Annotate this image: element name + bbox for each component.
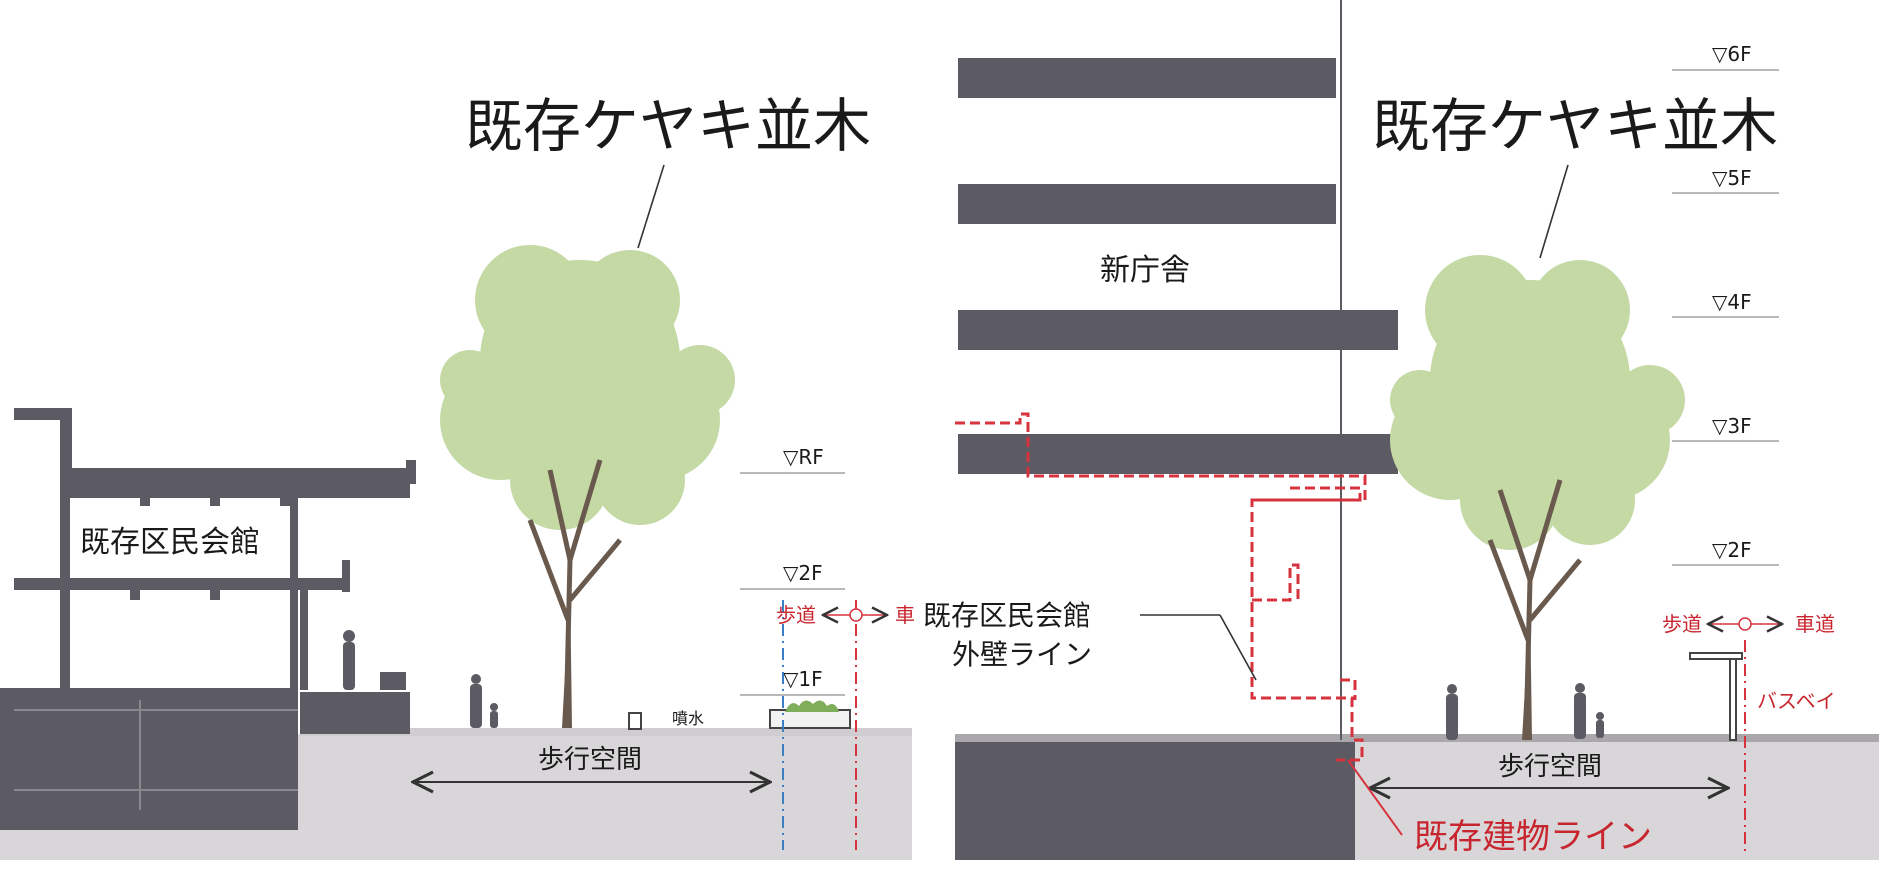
boundary-marker-right [1738, 617, 1752, 631]
level-6f-right: ▽6F [1712, 42, 1752, 66]
level-rf-left: ▽RF [783, 445, 824, 469]
wall-line-label-1: 既存区民会館 [923, 599, 1091, 632]
fountain-label: 噴水 [672, 709, 704, 728]
new-building-label: 新庁舎 [1100, 253, 1190, 288]
right-basement [955, 740, 1355, 860]
existing-hall-outline [955, 412, 1367, 762]
tree-label-left: 既存ケヤキ並木 [465, 92, 871, 160]
tree-leader-line-right [1539, 164, 1569, 259]
right-level-lines [1672, 69, 1779, 566]
level-2f-right: ▽2F [1712, 538, 1752, 562]
person-figures-left [343, 630, 498, 728]
new-government-building [958, 0, 1398, 740]
wall-line-label-2: 外壁ライン [952, 638, 1092, 671]
level-2f-left: ▽2F [783, 561, 823, 585]
tree-right [1390, 255, 1685, 741]
level-3f-right: ▽3F [1712, 414, 1752, 438]
right-grade-line [955, 734, 1879, 742]
walking-space-label-left: 歩行空間 [538, 745, 642, 775]
bus-bay-label: バスベイ [1757, 689, 1836, 713]
road-label-left: 車 [895, 603, 915, 627]
tree-left [440, 245, 735, 729]
bus-shelter [1689, 652, 1743, 741]
level-1f-left: ▽1F [783, 667, 823, 691]
left-level-lines [740, 472, 845, 696]
level-4f-right: ▽4F [1712, 290, 1752, 314]
left-sidewalk-surface [300, 728, 912, 736]
planter-shrubs [785, 700, 839, 712]
basement-bottom [14, 810, 298, 830]
basement-grid [14, 700, 298, 830]
fountain-post [628, 712, 642, 730]
left-section: 既存区民会館 噴水 [0, 92, 915, 860]
existing-building-line-leader [1347, 759, 1403, 836]
existing-hall-label: 既存区民会館 [80, 525, 260, 560]
existing-community-hall [0, 408, 416, 830]
tree-label-right: 既存ケヤキ並木 [1372, 92, 1778, 160]
sidewalk-label-right: 歩道 [1662, 612, 1702, 636]
road-label-right: 車道 [1795, 612, 1835, 636]
boundary-marker-left [849, 608, 863, 622]
person-figures-right [1446, 683, 1604, 740]
existing-building-line-label: 既存建物ライン [1414, 817, 1652, 857]
level-5f-right: ▽5F [1712, 166, 1752, 190]
right-section: 新庁舎 [923, 0, 1879, 860]
sidewalk-label-left: 歩道 [776, 603, 816, 627]
wall-line-leader-diagonal [1219, 614, 1257, 681]
tree-leader-line-left [637, 164, 665, 249]
walking-space-label-right: 歩行空間 [1498, 752, 1602, 782]
